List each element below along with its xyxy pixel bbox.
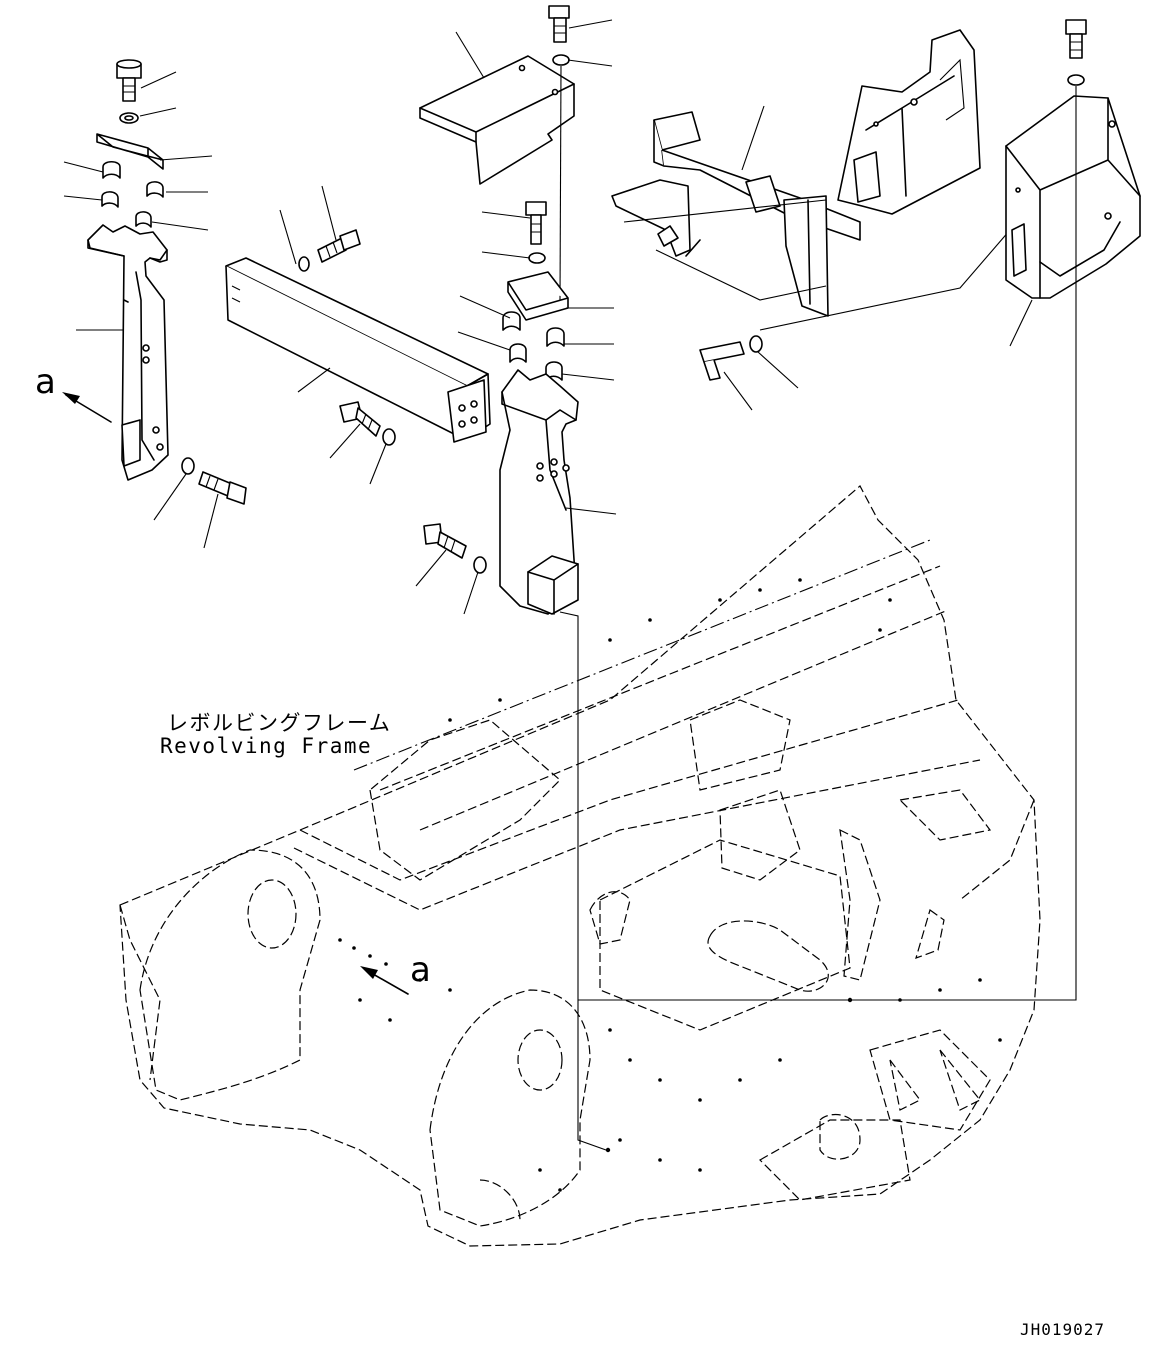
view-a-label-frame: a bbox=[410, 950, 431, 990]
beam-washer-lower bbox=[382, 428, 396, 446]
revolving-frame-label-jp: レボルビングフレーム bbox=[167, 711, 392, 735]
left-clamp-half-2 bbox=[146, 181, 164, 198]
center-clamp-half-2 bbox=[546, 327, 565, 347]
beam-bolt-lower bbox=[339, 401, 381, 437]
left-clamp-half-3 bbox=[101, 191, 119, 208]
right-bracket-frame bbox=[611, 29, 1011, 381]
center-bracket-assembly bbox=[423, 201, 607, 1151]
leader-lines bbox=[63, 19, 1033, 615]
center-cover-plate bbox=[419, 5, 575, 301]
center-lower-bolt bbox=[423, 523, 467, 559]
center-top-washer bbox=[552, 54, 570, 66]
center-clamp-half-1 bbox=[502, 311, 521, 331]
cross-beam bbox=[225, 229, 491, 446]
beam-washer-upper bbox=[298, 256, 310, 272]
right-top-washer bbox=[1067, 74, 1085, 86]
revolving-frame bbox=[119, 485, 1041, 1247]
center-mid-bolt bbox=[525, 201, 547, 245]
center-support-pillar bbox=[499, 369, 579, 615]
center-lower-washer bbox=[473, 556, 487, 574]
right-cover-box bbox=[578, 19, 1141, 1001]
frame-holes bbox=[338, 578, 1002, 1192]
left-clamp-half-4 bbox=[135, 211, 152, 228]
left-lower-washer bbox=[181, 457, 195, 475]
revolving-frame-label-en: Revolving Frame bbox=[160, 734, 373, 758]
right-top-bolt bbox=[1065, 19, 1087, 59]
view-a-label-top: a bbox=[35, 362, 56, 402]
left-clamp-half-1 bbox=[102, 160, 121, 179]
left-bracket-assembly bbox=[62, 59, 247, 505]
center-top-bolt bbox=[548, 5, 570, 43]
left-lower-bolt bbox=[198, 471, 247, 505]
left-support-pillar bbox=[87, 224, 169, 481]
center-clamp-half-3 bbox=[509, 343, 527, 363]
left-top-bolt bbox=[116, 59, 142, 102]
drawing-id: JH019027 bbox=[1020, 1320, 1106, 1339]
right-frame-washer bbox=[749, 335, 763, 353]
center-mid-washer bbox=[528, 252, 546, 264]
center-clamp-cap bbox=[507, 271, 569, 321]
beam-bolt-upper bbox=[317, 229, 361, 263]
